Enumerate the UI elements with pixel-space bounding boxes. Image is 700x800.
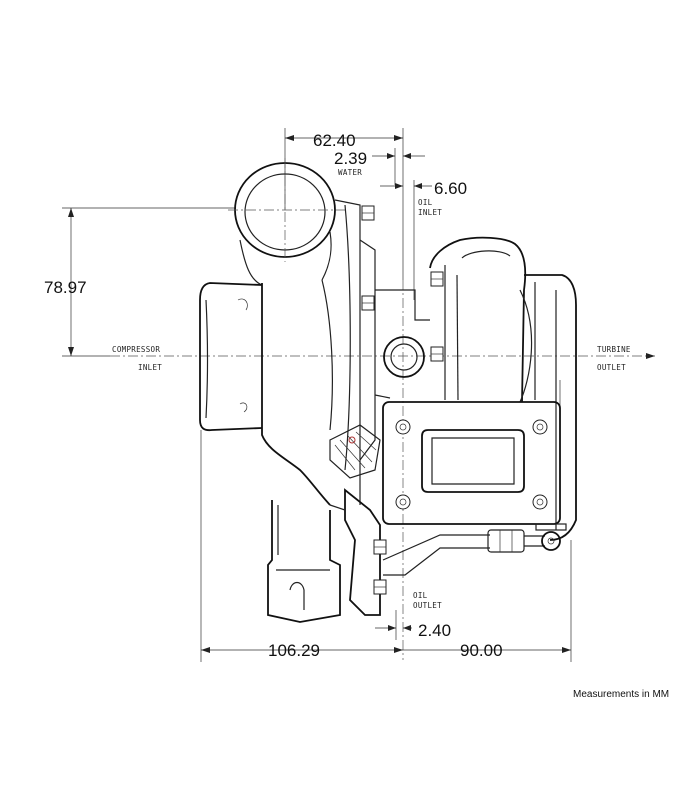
oil-outlet-bracket <box>267 500 341 623</box>
dimension-oil-outlet-offset: 2.40 <box>418 621 451 640</box>
dimension-height: 78.97 <box>44 278 87 297</box>
turbine-outlet-label-line2: OUTLET <box>597 363 626 372</box>
dimension-lines <box>62 128 655 662</box>
compressor-inlet-label-line1: COMPRESSOR <box>112 345 160 354</box>
housing-bolts <box>361 205 444 595</box>
oil-outlet-label-line1: OIL <box>413 591 428 600</box>
compressor-inlet-label-line2: INLET <box>138 363 162 372</box>
flange-bolts <box>395 419 548 510</box>
compressor-housing <box>199 158 376 506</box>
turbine-housing <box>382 236 577 541</box>
dimension-oil-inlet-offset: 6.60 <box>434 179 467 198</box>
water-label: WATER <box>338 168 362 177</box>
dimension-top-width: 62.40 <box>313 131 356 150</box>
center-housing <box>329 289 430 616</box>
oil-inlet-label-line2: INLET <box>418 208 442 217</box>
oil-inlet-label-line1: OIL <box>418 198 433 207</box>
dimension-right-length: 90.00 <box>460 641 503 660</box>
measurements-note: Measurements in MM <box>573 689 669 700</box>
oil-outlet-label-line2: OUTLET <box>413 601 442 610</box>
dimension-left-length: 106.29 <box>268 641 320 660</box>
turbine-outlet-label-line1: TURBINE <box>597 345 631 354</box>
dimension-water-offset: 2.39 <box>334 149 367 168</box>
actuator-rod <box>382 523 567 576</box>
